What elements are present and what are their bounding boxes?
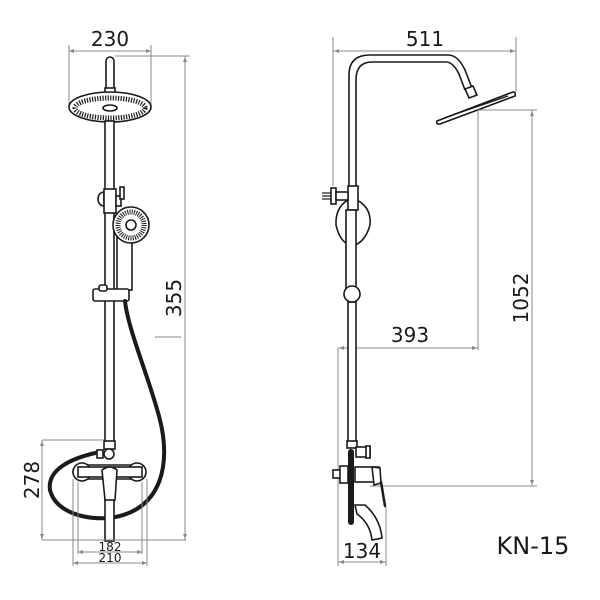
dim-arm-reach [332,37,517,186]
slider-bracket [97,186,125,214]
dim-label-1052: 1052 [509,273,533,324]
dim-label-355: 355 [162,279,186,317]
diverter-side [346,440,371,459]
dim-head-height [370,109,537,487]
hand-shower-holder [92,284,130,302]
dim-label-278: 278 [20,461,44,499]
head-connector [463,84,479,100]
riser-pipe-side [347,301,357,443]
riser-pipe [104,120,115,444]
hand-shower-side [345,209,357,289]
front-view: 230 355 [20,27,190,566]
hand-shower-holder-side [343,285,361,303]
shower-arm [348,54,473,188]
rain-shower-head [68,91,152,123]
dim-total-height [115,55,190,540]
shower-hose [47,299,167,521]
top-stem [105,56,115,92]
hand-shower [112,206,150,291]
side-view: 511 1052 393 [322,27,537,566]
dim-label-210: 210 [99,551,122,565]
dim-label-182: 182 [99,540,122,554]
model-label: KN-15 [497,532,570,560]
dim-label-230: 230 [91,27,129,51]
dim-mixer-height [40,439,186,541]
bath-mixer-side [332,465,387,541]
dim-mixer-widths [72,479,148,566]
bath-mixer [72,462,147,542]
diverter [96,440,116,460]
mixer-lever-side [379,480,387,508]
dim-head-projection [337,110,479,566]
dim-label-393: 393 [391,323,429,347]
dim-label-134: 134 [343,539,381,563]
dim-spout-projection [338,506,387,566]
spout [104,499,115,542]
spout-side [354,504,383,541]
rain-shower-head-side [436,91,517,125]
mixer-lever [101,466,118,504]
dim-label-511: 511 [406,27,444,51]
